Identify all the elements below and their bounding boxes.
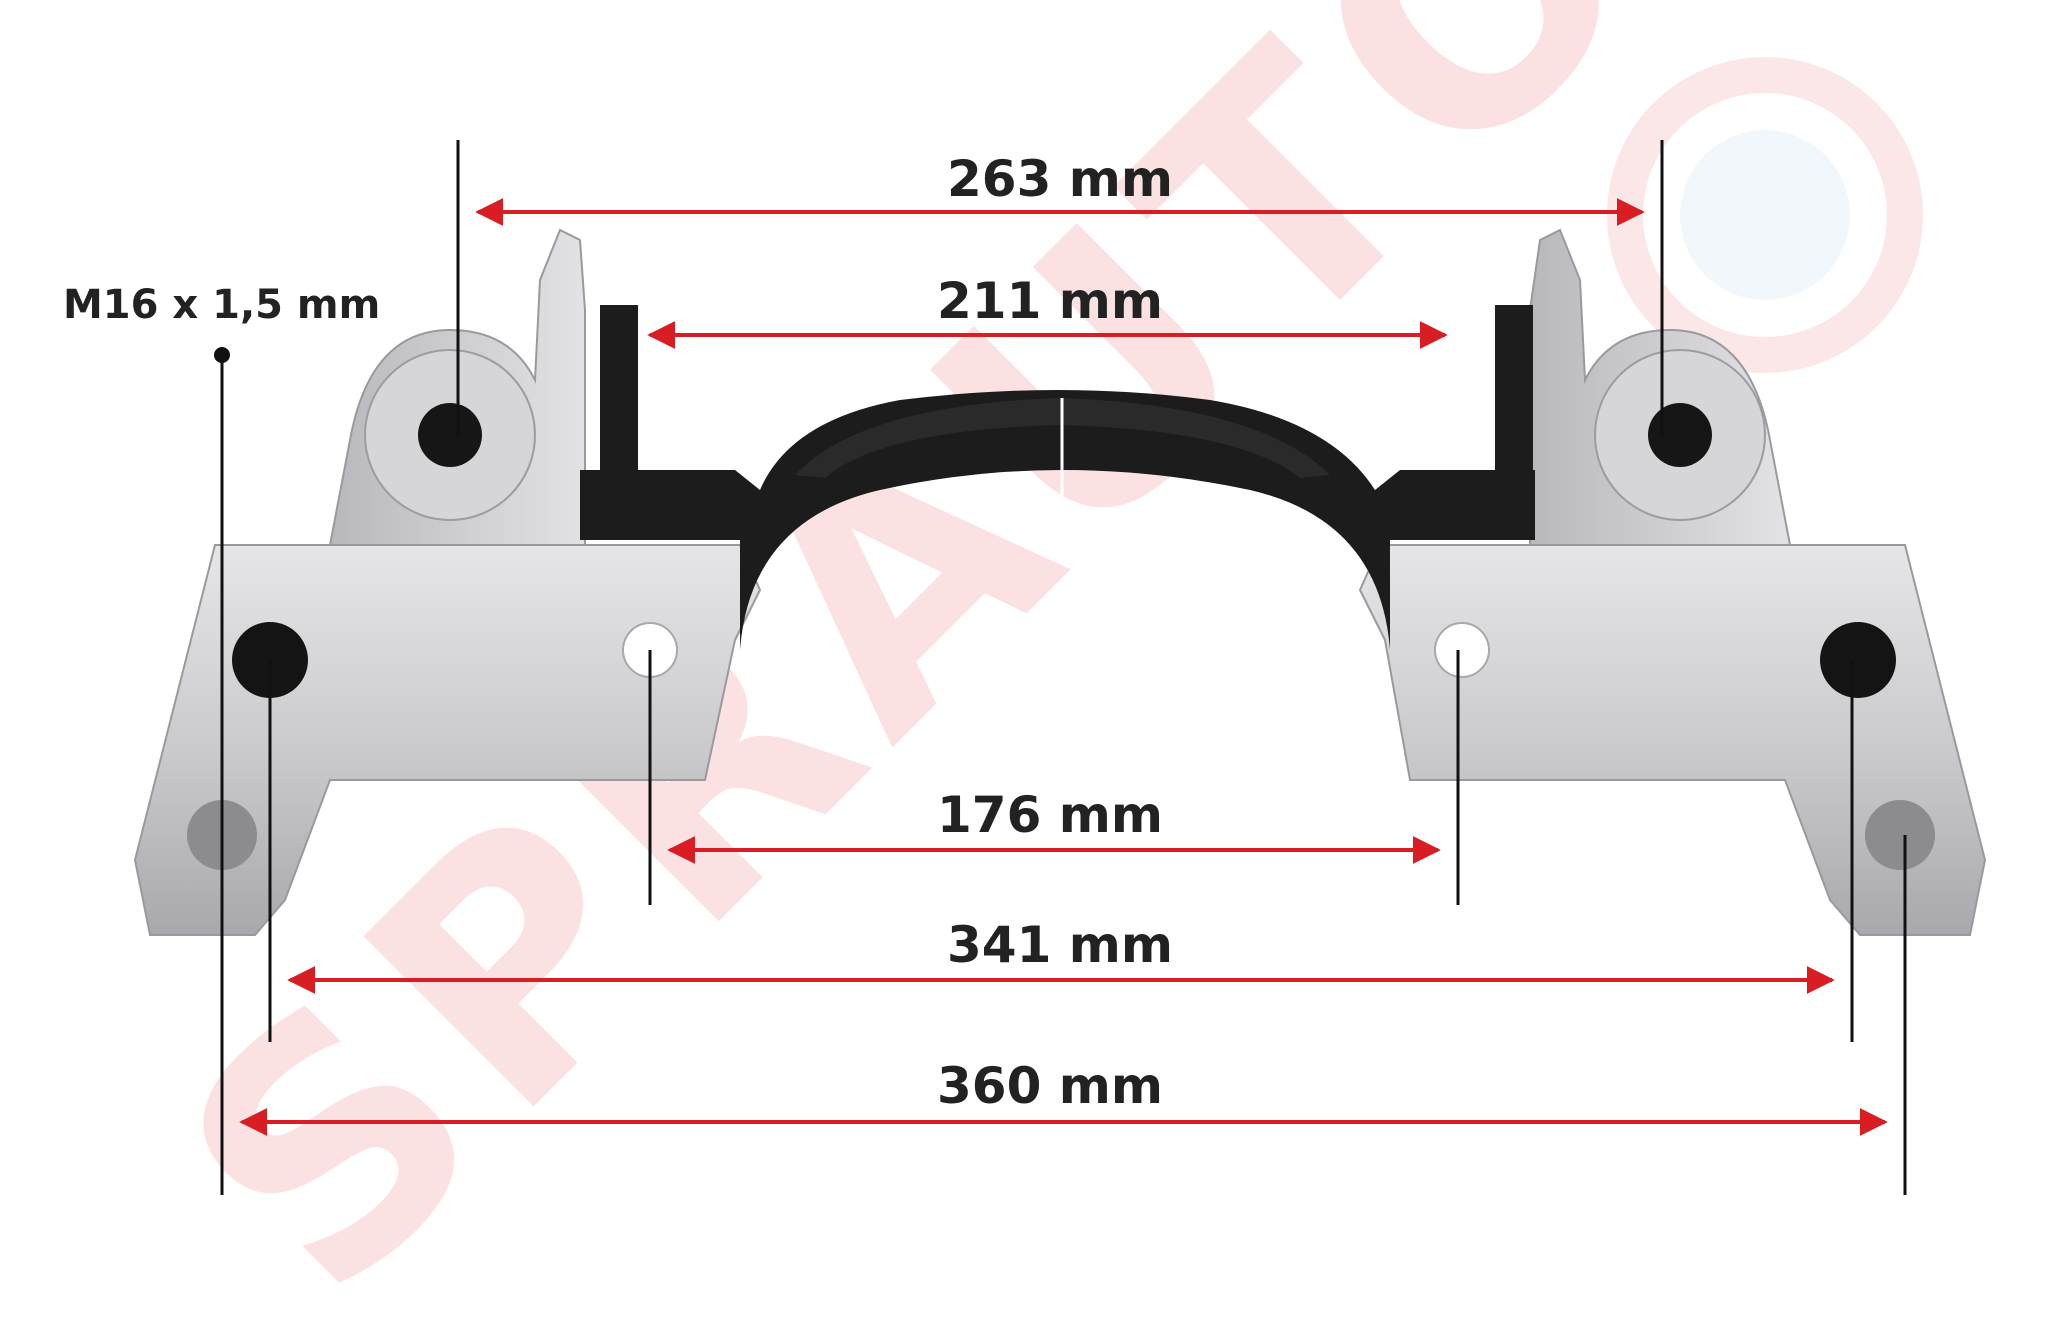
right-inner-hole [1434,622,1490,678]
dim-label-360: 360 mm [937,1057,1163,1115]
thread-label: M16 x 1,5 mm [63,282,380,328]
dim-label-176: 176 mm [937,786,1163,844]
right-threaded-hole [1865,800,1935,870]
globe-icon [1680,130,1850,300]
right-bridge-post [1495,305,1533,475]
right-body [1358,544,1987,936]
left-bridge-post [600,305,638,475]
thread-callout-dot [214,347,230,363]
bridge-upper-band [795,398,1330,478]
left-upper-hole [418,403,482,467]
right-outer-hole [1820,622,1896,698]
dim-label-263: 263 mm [947,150,1173,208]
right-upper-hole [1648,403,1712,467]
extension-lines [220,140,1907,1195]
dim-label-341: 341 mm [947,916,1173,974]
dim-label-211: 211 mm [937,272,1163,330]
dimension-arrows [239,198,1888,1136]
caliper-carrier [133,228,1987,936]
